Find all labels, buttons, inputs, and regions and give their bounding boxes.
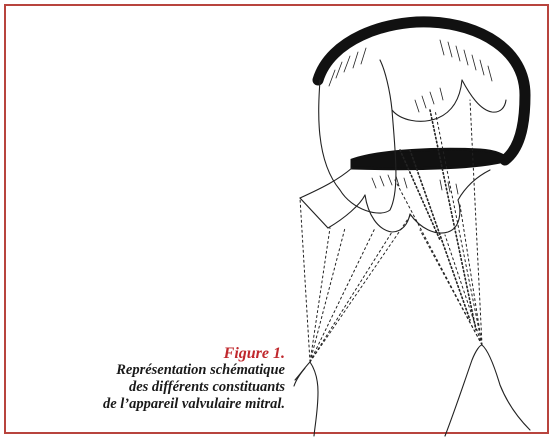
annulus-front-band [352, 149, 508, 168]
papillary-muscle-left [295, 362, 318, 436]
caption-line: Représentation schématique [5, 362, 285, 379]
mitral-annulus [318, 22, 525, 160]
posterior-leaflet [300, 168, 365, 228]
papillary-muscle-right [445, 345, 530, 436]
chorda [300, 198, 310, 362]
caption-line: des différents constituants [5, 379, 285, 396]
chorda [310, 228, 375, 362]
chorda [310, 216, 410, 362]
figure-caption: Figure 1. Représentation schématique des… [5, 345, 285, 413]
figure-label: Figure 1. [5, 345, 285, 362]
chorda [395, 180, 482, 345]
caption-line: de l’appareil valvulaire mitral. [5, 396, 285, 413]
chorda [310, 228, 330, 362]
chorda [435, 110, 482, 345]
chorda [310, 232, 392, 362]
